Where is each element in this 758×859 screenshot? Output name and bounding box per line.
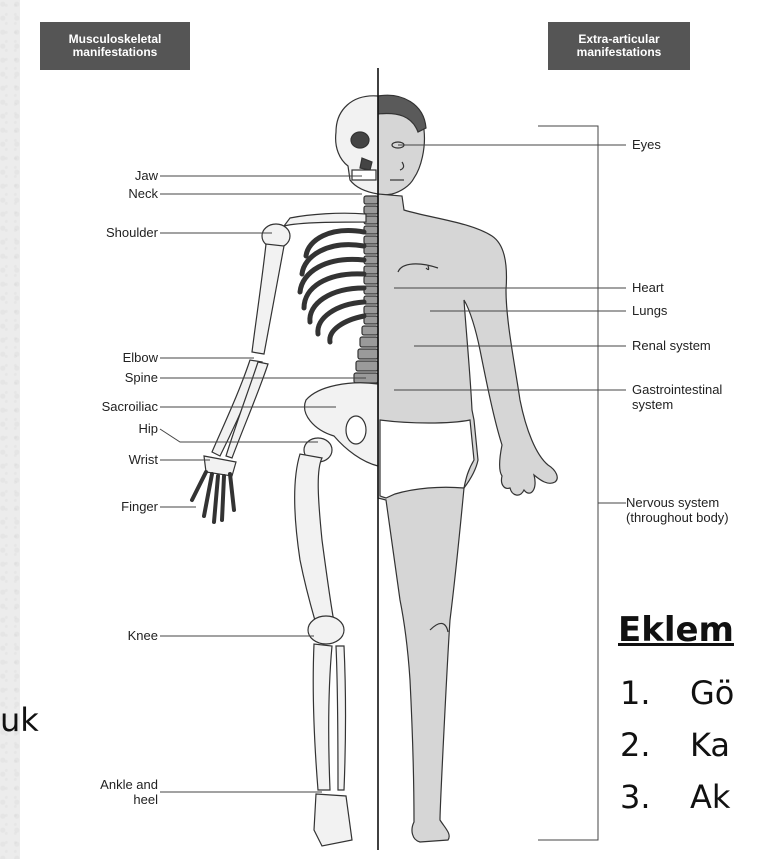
label-gastrointestinal-system: Gastrointestinal system xyxy=(632,382,722,412)
list-number-2: 2. xyxy=(620,726,651,764)
list-number-3: 3. xyxy=(620,778,651,816)
label-spine: Spine xyxy=(125,370,158,385)
list-item-2: Ka xyxy=(690,726,730,764)
list-number-1: 1. xyxy=(620,674,651,712)
section-title: Eklem xyxy=(618,610,734,650)
label-finger: Finger xyxy=(121,499,158,514)
musculoskeletal-header-text: Musculoskeletal manifestations xyxy=(69,33,162,59)
label-neck: Neck xyxy=(128,186,158,201)
label-elbow: Elbow xyxy=(123,350,158,365)
label-shoulder: Shoulder xyxy=(106,225,158,240)
extra-articular-header: Extra-articular manifestations xyxy=(548,22,690,70)
list-item-1: Gö xyxy=(690,674,734,712)
skeleton-half xyxy=(192,96,378,846)
label-hip: Hip xyxy=(138,421,158,436)
list-item-3: Ak xyxy=(690,778,730,816)
label-wrist: Wrist xyxy=(129,452,158,467)
label-ankle-heel: Ankle and heel xyxy=(100,777,158,807)
label-heart: Heart xyxy=(632,280,664,295)
label-nervous-system: Nervous system (throughout body) xyxy=(626,495,729,525)
musculoskeletal-header: Musculoskeletal manifestations xyxy=(40,22,190,70)
human-body-half xyxy=(378,95,557,842)
label-eyes: Eyes xyxy=(632,137,661,152)
label-lungs: Lungs xyxy=(632,303,667,318)
label-sacroiliac: Sacroiliac xyxy=(102,399,158,414)
left-text-fragment: uk xyxy=(0,700,39,740)
label-knee: Knee xyxy=(128,628,158,643)
label-jaw: Jaw xyxy=(135,168,158,183)
label-renal-system: Renal system xyxy=(632,338,711,353)
extra-articular-header-text: Extra-articular manifestations xyxy=(577,33,662,59)
